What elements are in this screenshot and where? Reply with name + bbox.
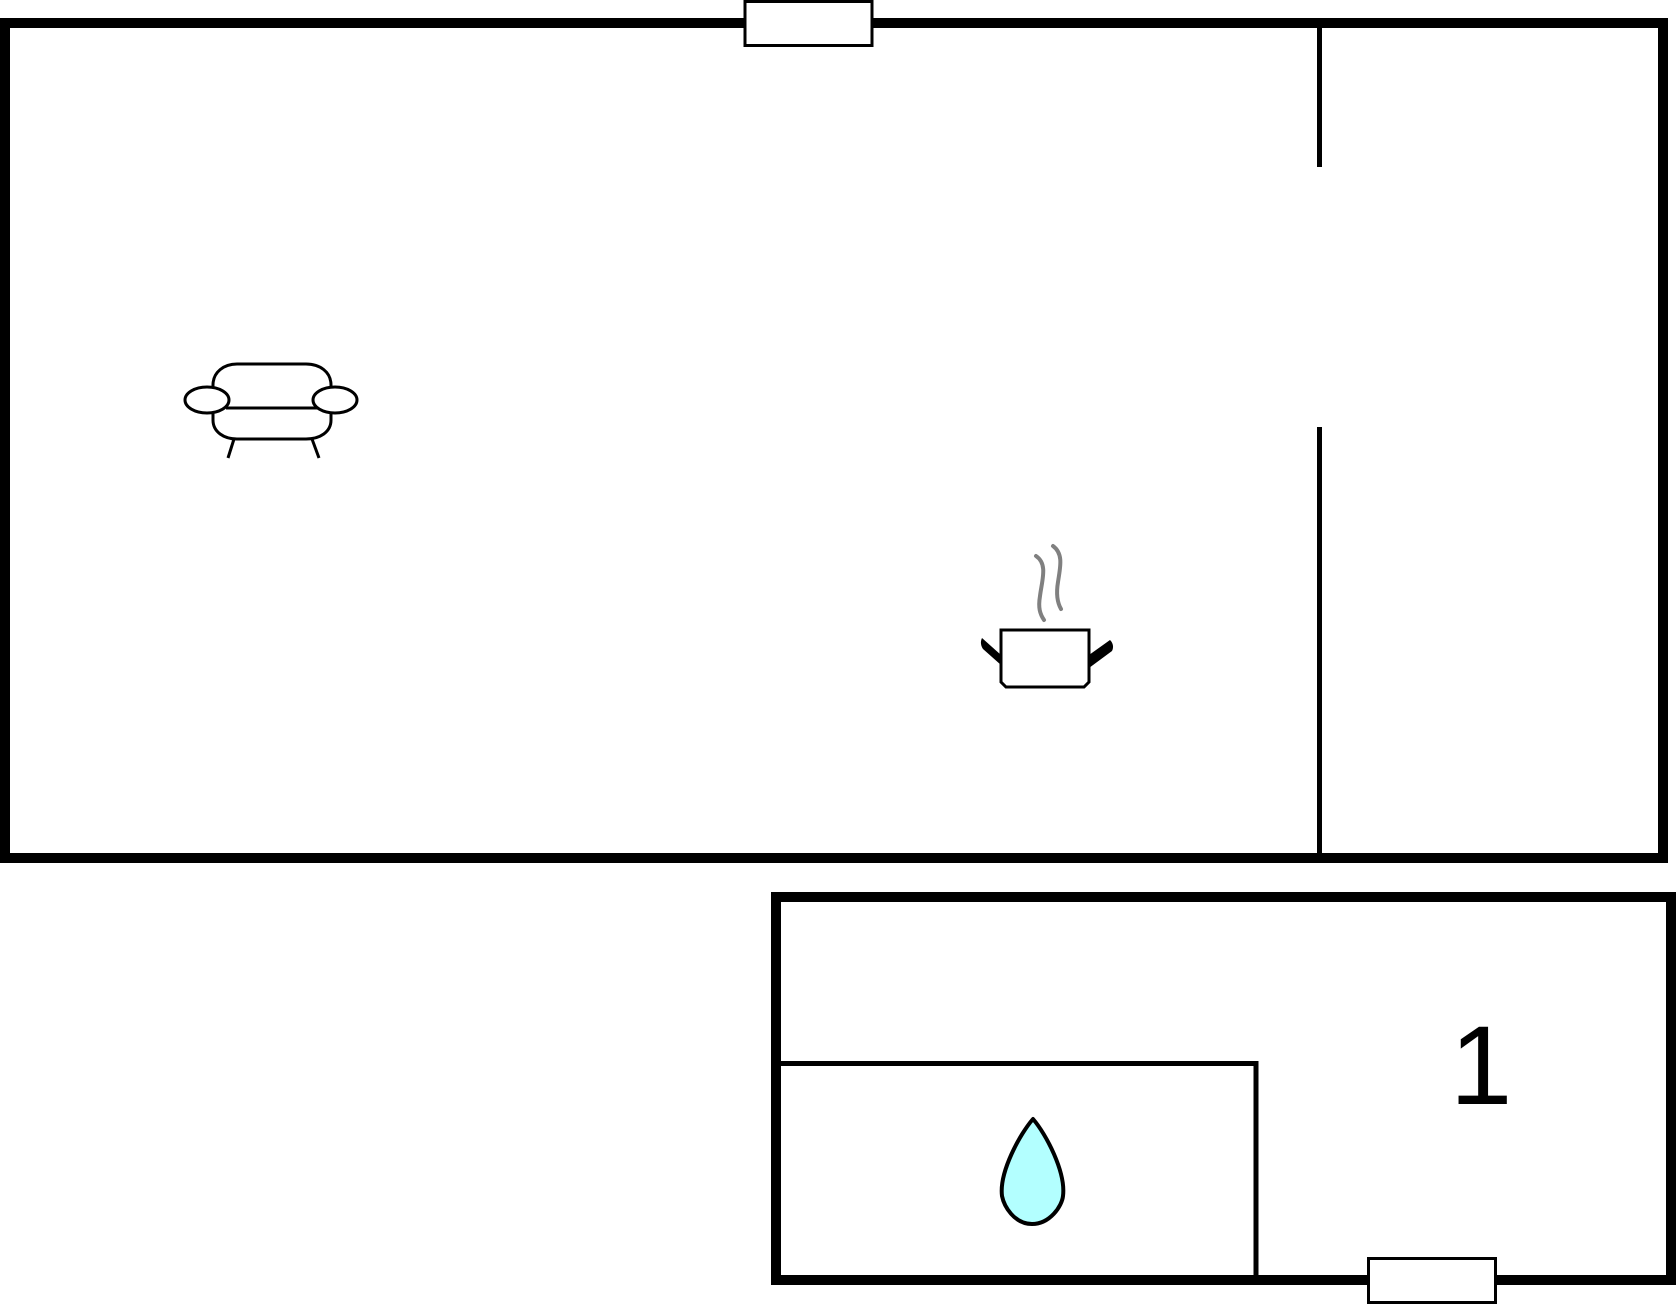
lower-unit-outer-wall	[771, 892, 1676, 1285]
unit-number-label: 1	[1450, 1003, 1513, 1128]
water-drop-icon	[999, 1117, 1066, 1226]
cooking-pot-icon	[980, 544, 1114, 689]
top-window	[743, 0, 874, 47]
lower-block	[771, 892, 1676, 1304]
bottom-window	[1367, 1257, 1497, 1304]
bathroom-wall	[781, 1061, 1259, 1275]
sofa-icon	[183, 362, 359, 459]
